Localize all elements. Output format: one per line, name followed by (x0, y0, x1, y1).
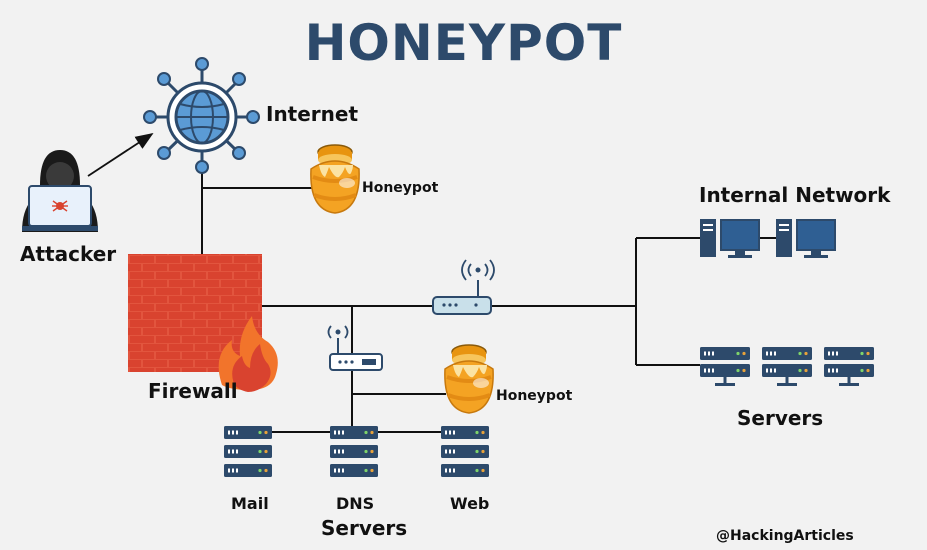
firewall-label: Firewall (148, 379, 238, 403)
firewall-icon (128, 254, 278, 392)
server-racks (224, 347, 874, 477)
server-rack-icon (700, 347, 750, 386)
mail-server-label: Mail (231, 494, 269, 513)
attacker-hacker-icon (22, 150, 98, 232)
server-rack-icon (224, 426, 272, 477)
server-rack-icon (824, 347, 874, 386)
attack-arrow (87, 133, 154, 177)
internal-network-label: Internal Network (699, 183, 891, 207)
server-rack-icon (762, 347, 812, 386)
dns-server-label: DNS (336, 494, 375, 513)
wireless-router-icon (432, 259, 495, 315)
honeypot-bottom-icon (444, 344, 494, 414)
pc-icon (700, 219, 760, 258)
honeypot-top-label: Honeypot (362, 180, 439, 196)
internet-globe-icon (143, 57, 260, 174)
server-rack-icon (330, 426, 378, 477)
diagram-title: HONEYPOT (304, 14, 623, 72)
honeypot-top-icon (310, 144, 360, 214)
dmz-router-icon (327, 325, 383, 371)
attacker-label: Attacker (20, 242, 117, 266)
server-rack-icon (441, 426, 489, 477)
credit-text: @HackingArticles (716, 528, 854, 544)
right-servers-label: Servers (737, 406, 824, 430)
servers-bottom-label: Servers (321, 516, 408, 540)
pc-icon (776, 219, 836, 258)
internet-label: Internet (266, 102, 359, 126)
web-server-label: Web (450, 494, 490, 513)
honeypot-bottom-label: Honeypot (496, 388, 573, 404)
